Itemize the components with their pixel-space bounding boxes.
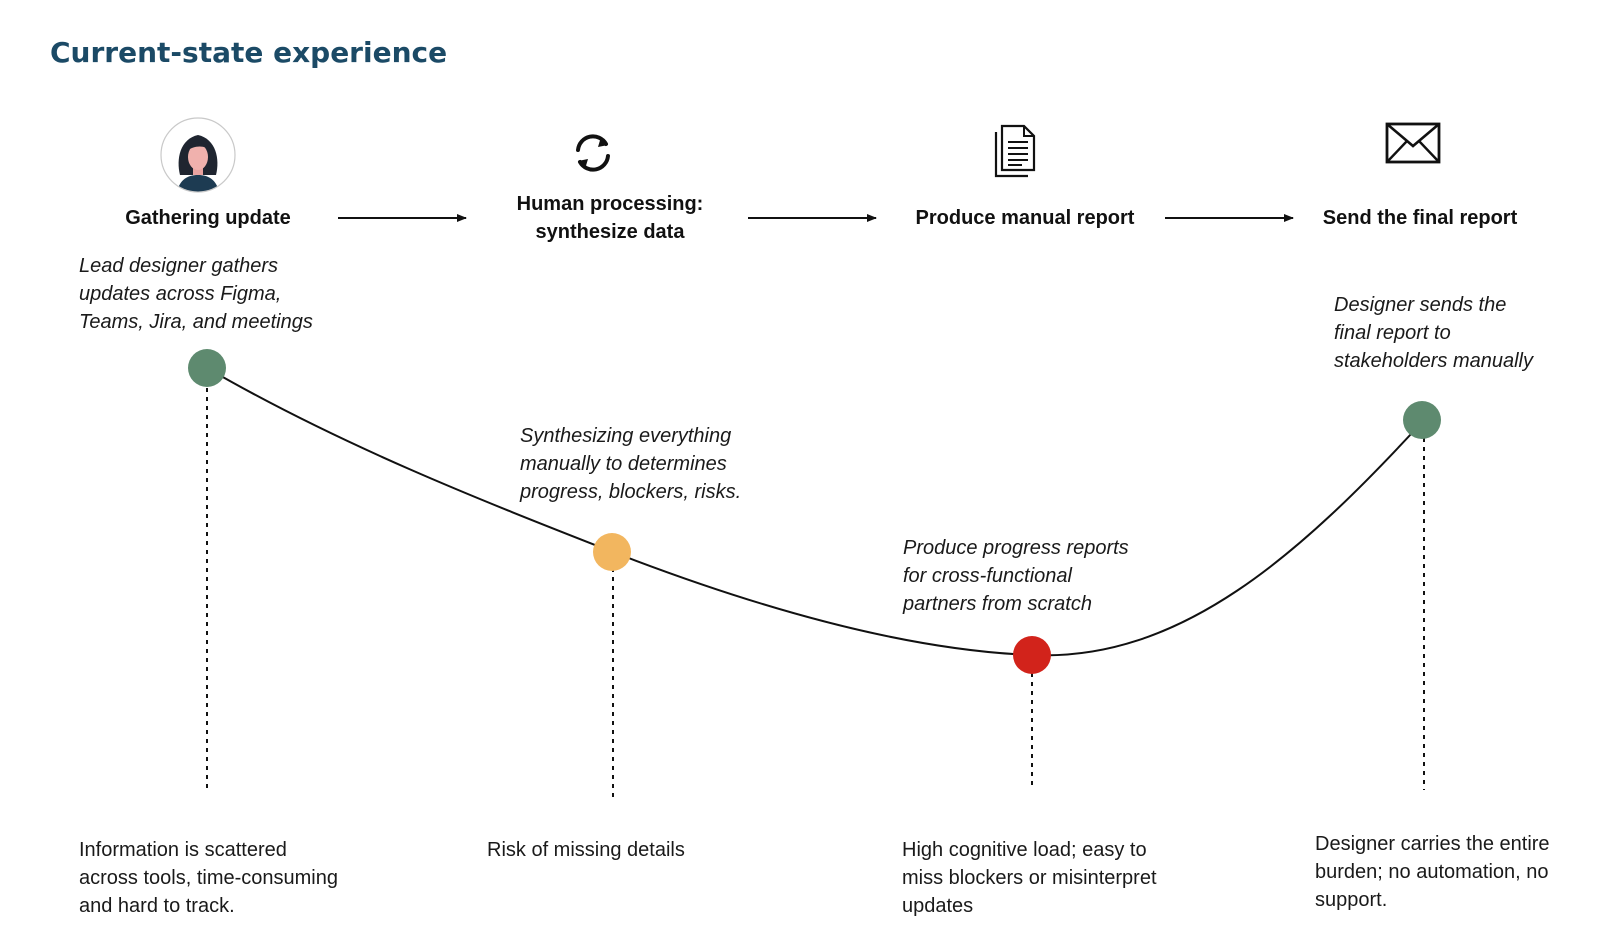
step-label-gathering: Gathering update (125, 207, 291, 229)
journey-point-processing (593, 533, 631, 571)
journey-point-send (1403, 401, 1441, 439)
envelope-icon (1385, 122, 1441, 164)
pain-point-produce: High cognitive load; easy to miss blocke… (902, 839, 1157, 917)
page-title: Current-state experience (50, 36, 448, 69)
note-processing: Synthesizing everything manually to dete… (520, 425, 742, 503)
step-label-send: Send the final report (1322, 207, 1518, 229)
journey-point-produce (1013, 636, 1051, 674)
step-label-produce: Produce manual report (915, 207, 1135, 229)
user-avatar-icon (160, 117, 236, 193)
pain-point-gathering: Information is scattered across tools, t… (79, 839, 338, 917)
pain-point-send: Designer carries the entire burden; no a… (1315, 833, 1550, 911)
step-label-processing: Human processing: synthesize data (516, 193, 704, 243)
note-send: Designer sends the final report to stake… (1334, 294, 1533, 372)
refresh-icon (576, 134, 610, 172)
journey-curve (206, 367, 1425, 657)
pain-point-processing: Risk of missing details (487, 839, 685, 861)
note-produce: Produce progress reports for cross-funct… (903, 537, 1129, 615)
journey-point-gathering (188, 349, 226, 387)
note-gathering: Lead designer gathers updates across Fig… (79, 255, 313, 333)
document-icon (994, 124, 1036, 178)
